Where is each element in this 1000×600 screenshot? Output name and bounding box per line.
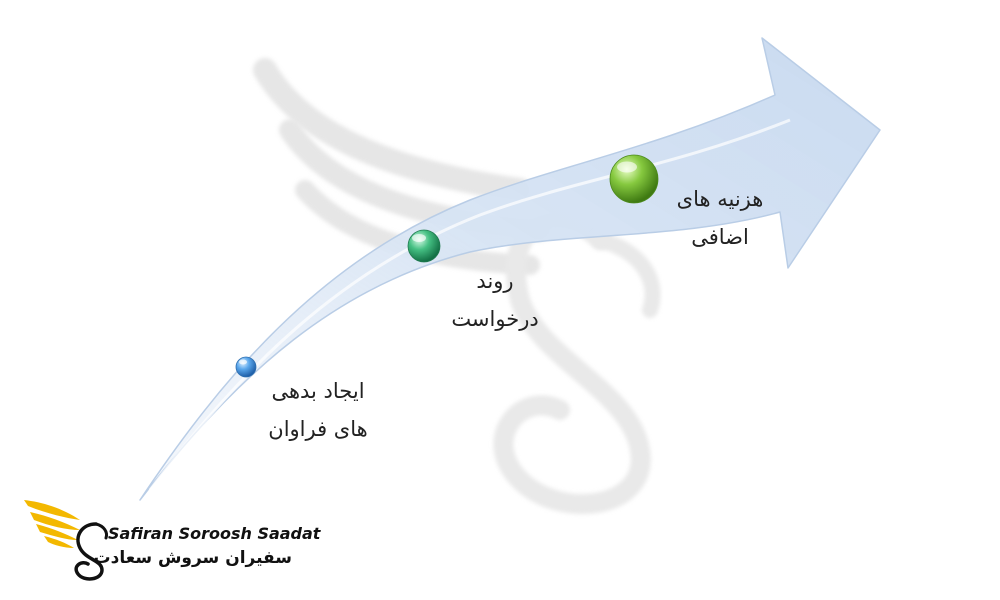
brand-name-en: Safiran Soroosh Saadat xyxy=(108,524,321,543)
brand-logo: Safiran Soroosh Saadat سفیران سروش سعادت xyxy=(22,494,320,584)
step-label-3: هزنیه های اضافی xyxy=(640,180,800,256)
step-label-2: روند درخواست xyxy=(425,262,565,338)
brand-name-fa: سفیران سروش سعادت xyxy=(93,548,292,568)
step-marker-3 xyxy=(609,154,659,204)
step-marker-2 xyxy=(407,229,441,263)
arrow-highlight xyxy=(148,118,791,491)
step-marker-1 xyxy=(235,356,257,378)
step-label-1-line-1: ایجاد بدهی xyxy=(271,379,365,403)
step-label-2-line-2: درخواست xyxy=(451,307,539,331)
swan-wing-icon xyxy=(24,500,108,581)
step-label-1-line-2: های فراوان xyxy=(268,417,368,441)
step-label-3-line-1: هزنیه های xyxy=(676,187,764,211)
step-label-3-line-2: اضافی xyxy=(691,225,749,249)
step-label-2-line-1: روند xyxy=(476,269,514,293)
step-label-1: ایجاد بدهی های فراوان xyxy=(238,372,398,448)
